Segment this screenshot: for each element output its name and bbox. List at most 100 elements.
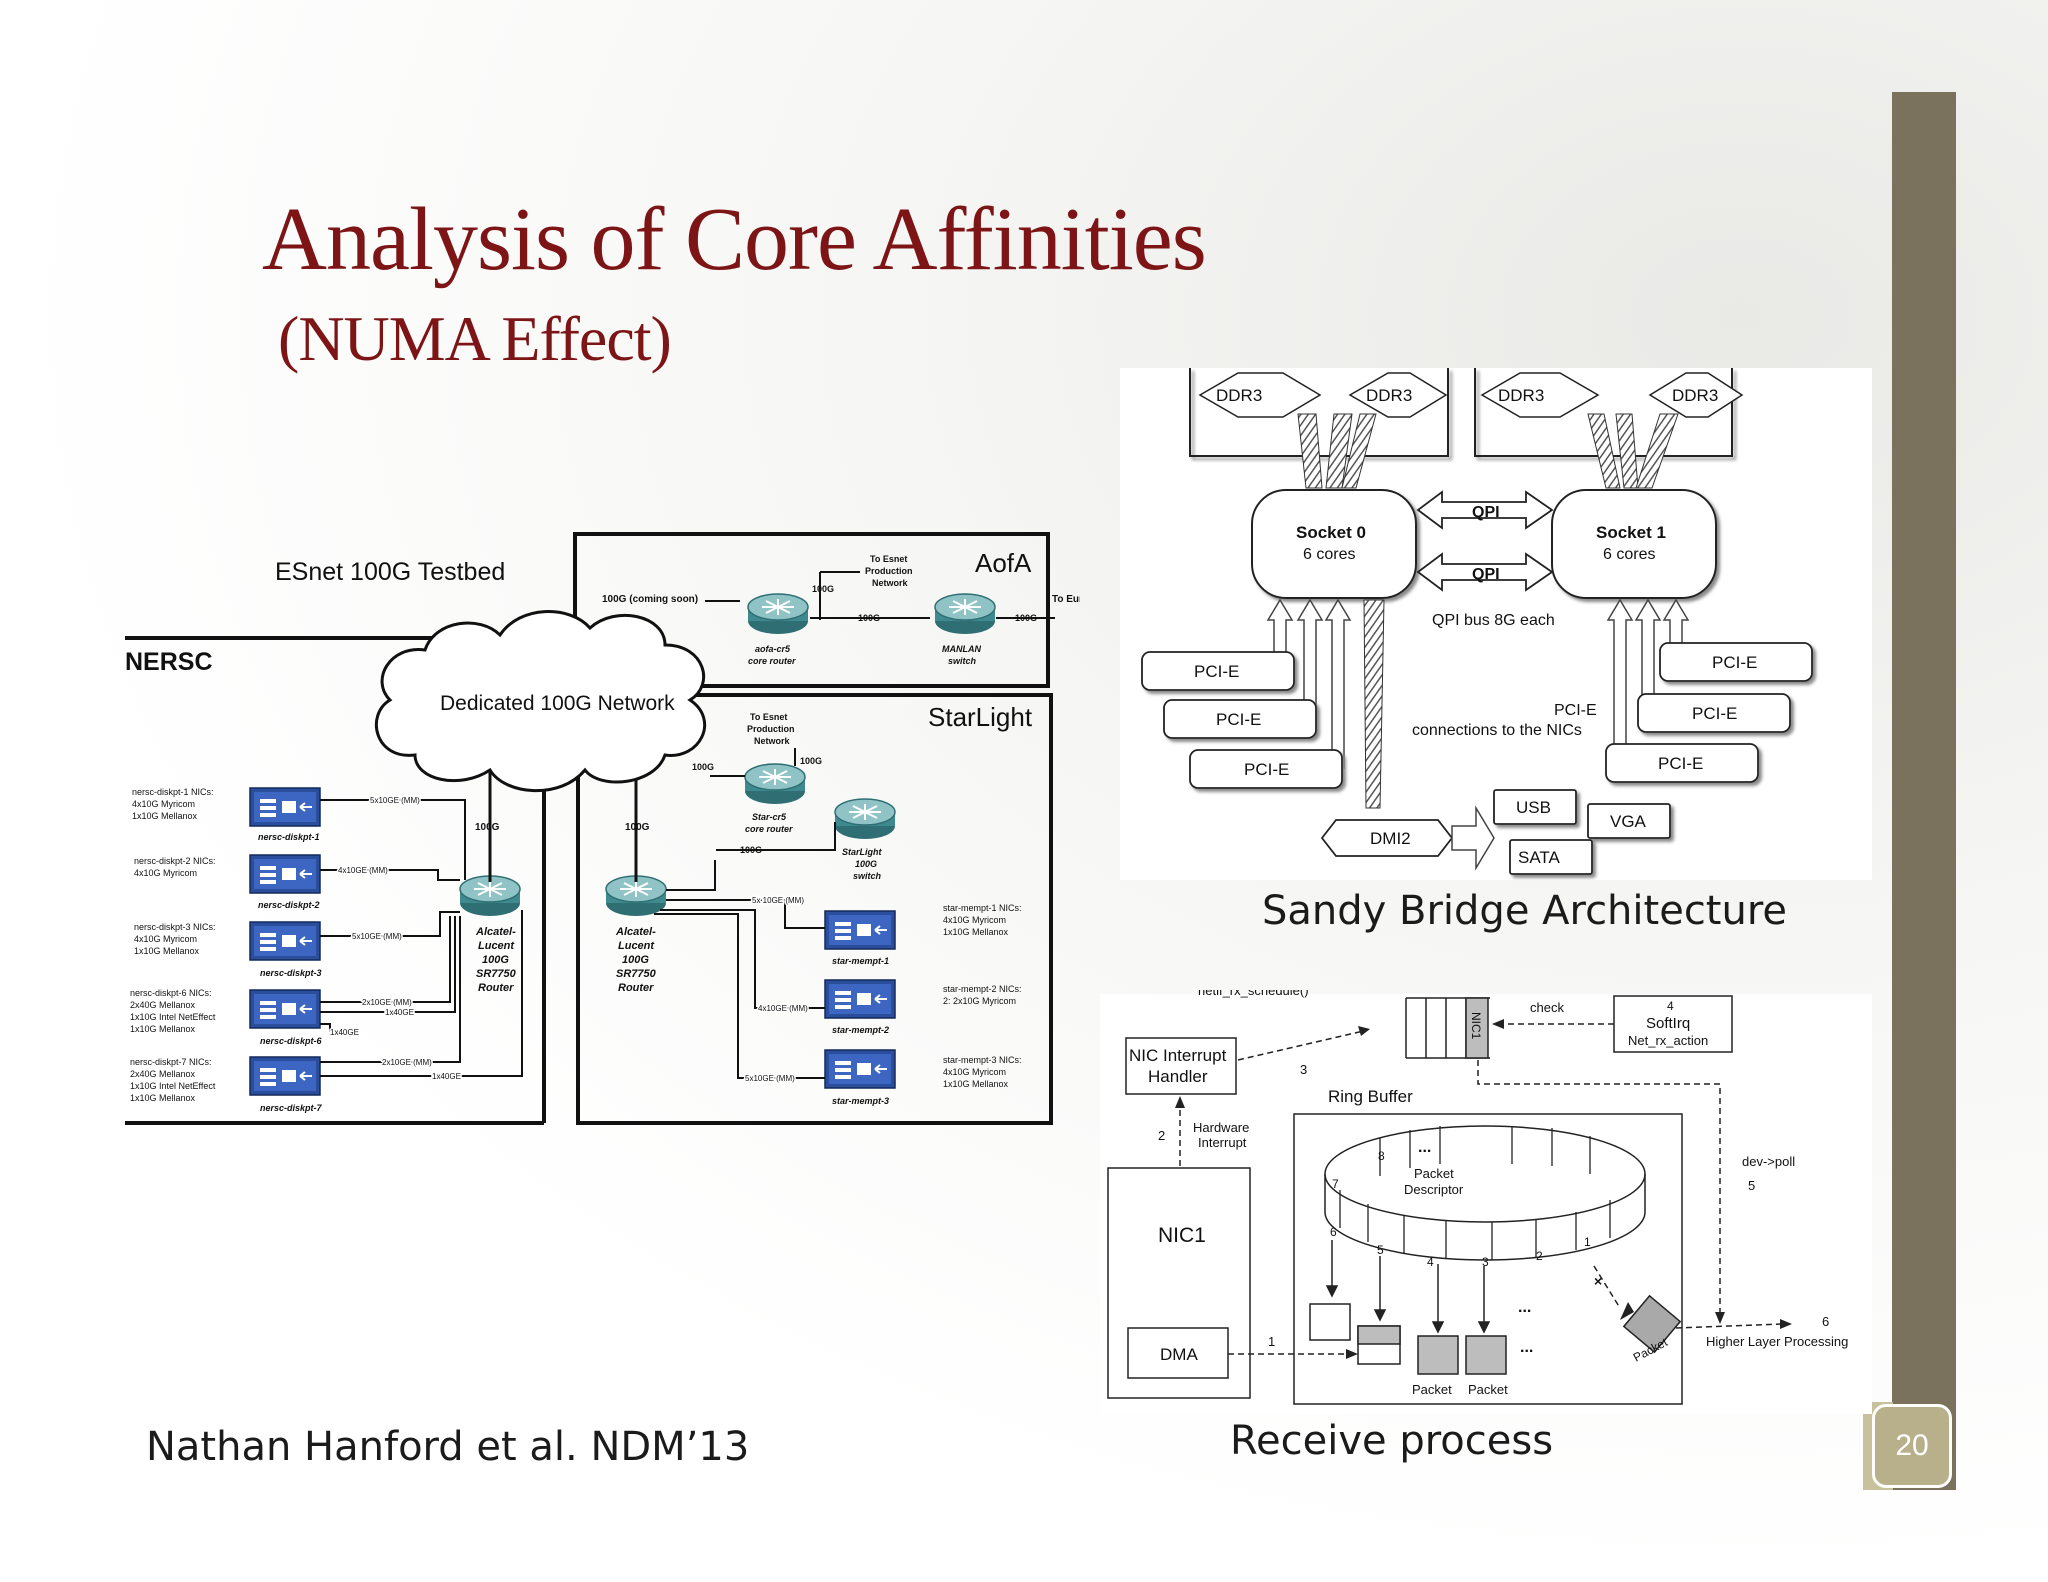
citation: Nathan Hanford et al. NDM’13 — [146, 1424, 750, 1470]
svg-text:5x 10GE (MM): 5x 10GE (MM) — [752, 896, 804, 905]
svg-text:8: 8 — [1378, 1149, 1385, 1163]
svg-text:Hardware: Hardware — [1193, 1120, 1249, 1135]
svg-text:nersc-diskpt-6 NICs:2x40G Mell: nersc-diskpt-6 NICs:2x40G Mellanox1x10G … — [130, 988, 216, 1034]
page-number: 20 — [1872, 1404, 1952, 1488]
svg-text:DDR3: DDR3 — [1366, 386, 1412, 405]
svg-text:PCI-E: PCI-E — [1244, 760, 1289, 779]
svg-text:core router: core router — [748, 656, 796, 666]
svg-text:PCI-E: PCI-E — [1658, 754, 1703, 773]
svg-text:2x10GE (MM): 2x10GE (MM) — [362, 998, 412, 1007]
svg-text:PCI-E: PCI-E — [1194, 662, 1239, 681]
dedicated-cloud — [374, 610, 707, 793]
svg-text:Network: Network — [754, 736, 791, 746]
svg-text:MANLAN: MANLAN — [942, 644, 981, 654]
svg-text:star-mempt-3: star-mempt-3 — [832, 1096, 889, 1106]
svg-text:...: ... — [1518, 1299, 1531, 1316]
svg-text:PCI-E: PCI-E — [1216, 710, 1261, 729]
svg-text:100G: 100G — [740, 845, 762, 855]
svg-text:2: 2 — [1158, 1128, 1165, 1143]
svg-text:DMA: DMA — [1160, 1345, 1198, 1364]
svg-text:check: check — [1530, 1000, 1564, 1015]
svg-text:Net_rx_action: Net_rx_action — [1628, 1033, 1708, 1048]
svg-text:netif_rx_schedule(): netif_rx_schedule() — [1198, 990, 1309, 998]
svg-text:To Esnet: To Esnet — [750, 712, 787, 722]
svg-text:DDR3: DDR3 — [1672, 386, 1718, 405]
svg-text:100G: 100G — [625, 822, 650, 833]
svg-text:PCI-E: PCI-E — [1554, 702, 1597, 719]
starlight-label: StarLight — [928, 702, 1033, 732]
svg-text:3: 3 — [1300, 1062, 1307, 1077]
svg-text:nersc-diskpt-6: nersc-diskpt-6 — [260, 1036, 323, 1046]
svg-text:100G: 100G — [855, 859, 877, 869]
svg-text:4: 4 — [1427, 1255, 1434, 1269]
svg-text:100G: 100G — [858, 613, 880, 623]
side-accent-bar — [1892, 92, 1956, 1490]
sandy-bridge-diagram: DDR3 DDR3 DDR3 DDR3 Socket 0 6 cores Soc… — [1141, 368, 1813, 875]
aofa-label: AofA — [975, 548, 1032, 578]
svg-text:Production: Production — [865, 566, 913, 576]
svg-text:Packet: Packet — [1414, 1166, 1454, 1181]
aofa-box — [573, 532, 1050, 688]
svg-text:4: 4 — [1667, 999, 1674, 1013]
svg-text:Interrupt: Interrupt — [1198, 1135, 1247, 1150]
svg-text:1x40GE: 1x40GE — [330, 1028, 359, 1037]
svg-text:5: 5 — [1377, 1243, 1384, 1257]
svg-text:100G: 100G — [812, 584, 834, 594]
svg-text:NIC Interrupt: NIC Interrupt — [1129, 1046, 1227, 1065]
svg-text:6 cores: 6 cores — [1603, 546, 1655, 563]
svg-text:Socket 1: Socket 1 — [1596, 523, 1666, 542]
svg-text:5x10GE (MM): 5x10GE (MM) — [745, 1074, 795, 1083]
svg-text:SoftIrq: SoftIrq — [1646, 1015, 1690, 1032]
svg-text:nersc-diskpt-1: nersc-diskpt-1 — [258, 832, 320, 842]
receive-process-diagram: netif_rx_schedule() NIC Interrupt Handle… — [1107, 990, 1848, 1405]
svg-text:core router: core router — [745, 824, 793, 834]
svg-text:nersc-diskpt-2 NICs:4x10G Myri: nersc-diskpt-2 NICs:4x10G Myricom — [134, 856, 216, 878]
svg-text:connections to the NICs: connections to the NICs — [1412, 722, 1582, 739]
svg-text:switch: switch — [948, 656, 977, 666]
svg-text:6: 6 — [1330, 1225, 1337, 1239]
svg-text:SATA: SATA — [1518, 848, 1561, 867]
svg-text:Star-cr5: Star-cr5 — [752, 812, 787, 822]
svg-text:1x40GE: 1x40GE — [432, 1072, 461, 1081]
svg-text:...: ... — [1520, 1339, 1533, 1356]
svg-text:switch: switch — [853, 871, 882, 881]
svg-text:PCI-E: PCI-E — [1712, 653, 1757, 672]
svg-text:7: 7 — [1332, 1177, 1339, 1191]
svg-text:5x10GE (MM): 5x10GE (MM) — [370, 796, 420, 805]
slide-subtitle: (NUMA Effect) — [278, 303, 672, 374]
svg-text:Descriptor: Descriptor — [1404, 1182, 1464, 1197]
svg-text:PCI-E: PCI-E — [1692, 704, 1737, 723]
svg-text:×: × — [1594, 1273, 1602, 1289]
svg-text:NIC1: NIC1 — [1469, 1012, 1483, 1040]
cloud-label: Dedicated 100G Network — [440, 692, 675, 715]
svg-text:3: 3 — [1482, 1255, 1489, 1269]
svg-text:nersc-diskpt-7: nersc-diskpt-7 — [260, 1103, 323, 1113]
svg-text:Packet: Packet — [1412, 1382, 1452, 1397]
svg-text:aofa-cr5: aofa-cr5 — [755, 644, 791, 654]
starlight-box — [576, 693, 1053, 1125]
svg-text:Higher Layer Processing: Higher Layer Processing — [1706, 1334, 1848, 1349]
svg-text:2: 2 — [1536, 1249, 1543, 1263]
svg-text:nersc-diskpt-2: nersc-diskpt-2 — [258, 900, 320, 910]
svg-text:...: ... — [1418, 1139, 1431, 1156]
sandy-bridge-caption: Sandy Bridge Architecture — [1262, 888, 1788, 934]
svg-text:Production: Production — [747, 724, 795, 734]
svg-text:Handler: Handler — [1148, 1067, 1208, 1086]
svg-text:To Europ: To Europ — [1052, 594, 1080, 605]
svg-text:QPI bus 8G each: QPI bus 8G each — [1432, 612, 1555, 629]
svg-text:nersc-diskpt-3: nersc-diskpt-3 — [260, 968, 322, 978]
svg-text:Ring Buffer: Ring Buffer — [1328, 1087, 1413, 1106]
svg-text:NIC1: NIC1 — [1158, 1224, 1206, 1247]
svg-text:star-mempt-2 NICs:2: 2x10G Myr: star-mempt-2 NICs:2: 2x10G Myricom — [943, 984, 1022, 1006]
svg-text:dev->poll: dev->poll — [1742, 1154, 1795, 1169]
nersc-label: NERSC — [125, 648, 213, 676]
svg-text:6: 6 — [1822, 1314, 1829, 1329]
